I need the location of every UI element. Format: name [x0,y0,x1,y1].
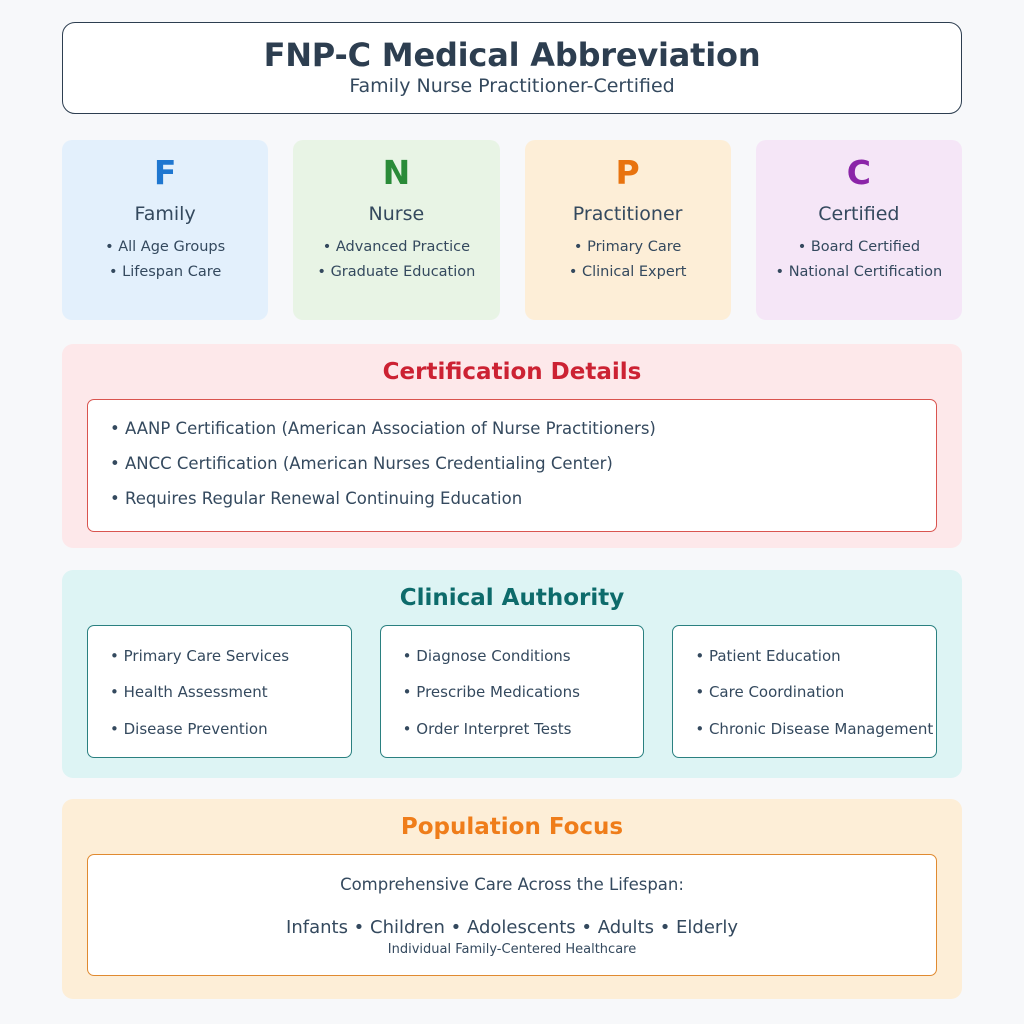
letter-points-f: • All Age Groups • Lifespan Care [105,239,226,281]
letter-card-f: F Family • All Age Groups • Lifespan Car… [62,140,269,320]
header-box: FNP-C Medical Abbreviation Family Nurse … [62,22,962,114]
clinical-authority-item: • Health Assessment [110,683,268,702]
clinical-authority-item: • Prescribe Medications [402,683,580,702]
clinical-authority-item: • Care Coordination [695,683,845,702]
letter-point: • Advanced Practice [322,239,471,255]
clinical-authority-column-2: • Diagnose Conditions • Prescribe Medica… [379,624,645,758]
letter-point: • All Age Groups [105,239,226,255]
certification-item: • Requires Regular Renewal Continuing Ed… [110,489,523,509]
population-focus-box: Comprehensive Care Across the Lifespan: … [87,853,937,976]
letter-point: • Clinical Expert [568,263,687,280]
population-focus-groups: Infants • Children • Adolescents • Adult… [286,916,738,938]
letter-glyph-n: N [382,153,411,192]
letter-point: • Lifespan Care [108,263,222,280]
certification-item: • ANCC Certification (American Nurses Cr… [110,453,613,473]
population-focus-note: Individual Family-Centered Healthcare [387,941,637,957]
letter-word-f: Family [134,203,196,225]
certification-details-title: Certification Details [382,359,642,385]
letter-cards-row: F Family • All Age Groups • Lifespan Car… [62,140,962,320]
clinical-authority-item: • Chronic Disease Management [695,719,934,738]
clinical-authority-column-1: • Primary Care Services • Health Assessm… [87,624,352,758]
letter-card-n: N Nurse • Advanced Practice • Graduate E… [293,140,500,320]
page-title: FNP-C Medical Abbreviation [263,36,761,75]
clinical-authority-column-3: • Patient Education • Care Coordination … [672,624,938,758]
clinical-authority-item: • Disease Prevention [110,719,268,738]
letter-point: • Primary Care [573,239,682,255]
letter-glyph-f: F [153,153,177,192]
letter-point: • Board Certified [797,239,921,255]
clinical-authority-panel: Clinical Authority • Primary Care Servic… [62,570,962,778]
letter-point: • Graduate Education [317,263,476,280]
letter-point: • National Certification [775,263,943,280]
population-focus-title: Population Focus [400,814,624,840]
clinical-authority-item: • Patient Education [695,646,841,665]
letter-card-p: P Practitioner • Primary Care • Clinical… [524,140,731,320]
clinical-authority-columns: • Primary Care Services • Health Assessm… [87,624,938,758]
population-focus-panel: Population Focus Comprehensive Care Acro… [62,799,962,999]
letter-points-n: • Advanced Practice • Graduate Education [317,239,476,281]
certification-details-box: • AANP Certification (American Associati… [87,398,937,532]
letter-glyph-p: P [615,153,640,192]
clinical-authority-item: • Diagnose Conditions [402,646,571,665]
letter-glyph-c: C [846,153,871,192]
letter-word-n: Nurse [368,203,425,225]
letter-points-p: • Primary Care • Clinical Expert [568,239,687,281]
population-focus-lead: Comprehensive Care Across the Lifespan: [340,874,684,894]
letter-points-c: • Board Certified • National Certificati… [775,239,943,281]
clinical-authority-item: • Order Interpret Tests [402,719,572,738]
letter-card-c: C Certified • Board Certified • National… [755,140,962,320]
page-subtitle: Family Nurse Practitioner-Certified [349,74,675,97]
certification-item: • AANP Certification (American Associati… [110,418,656,438]
letter-word-p: Practitioner [572,203,683,225]
clinical-authority-item: • Primary Care Services [110,646,290,665]
letter-word-c: Certified [818,203,900,225]
clinical-authority-title: Clinical Authority [399,585,625,611]
certification-details-panel: Certification Details • AANP Certificati… [62,344,962,548]
